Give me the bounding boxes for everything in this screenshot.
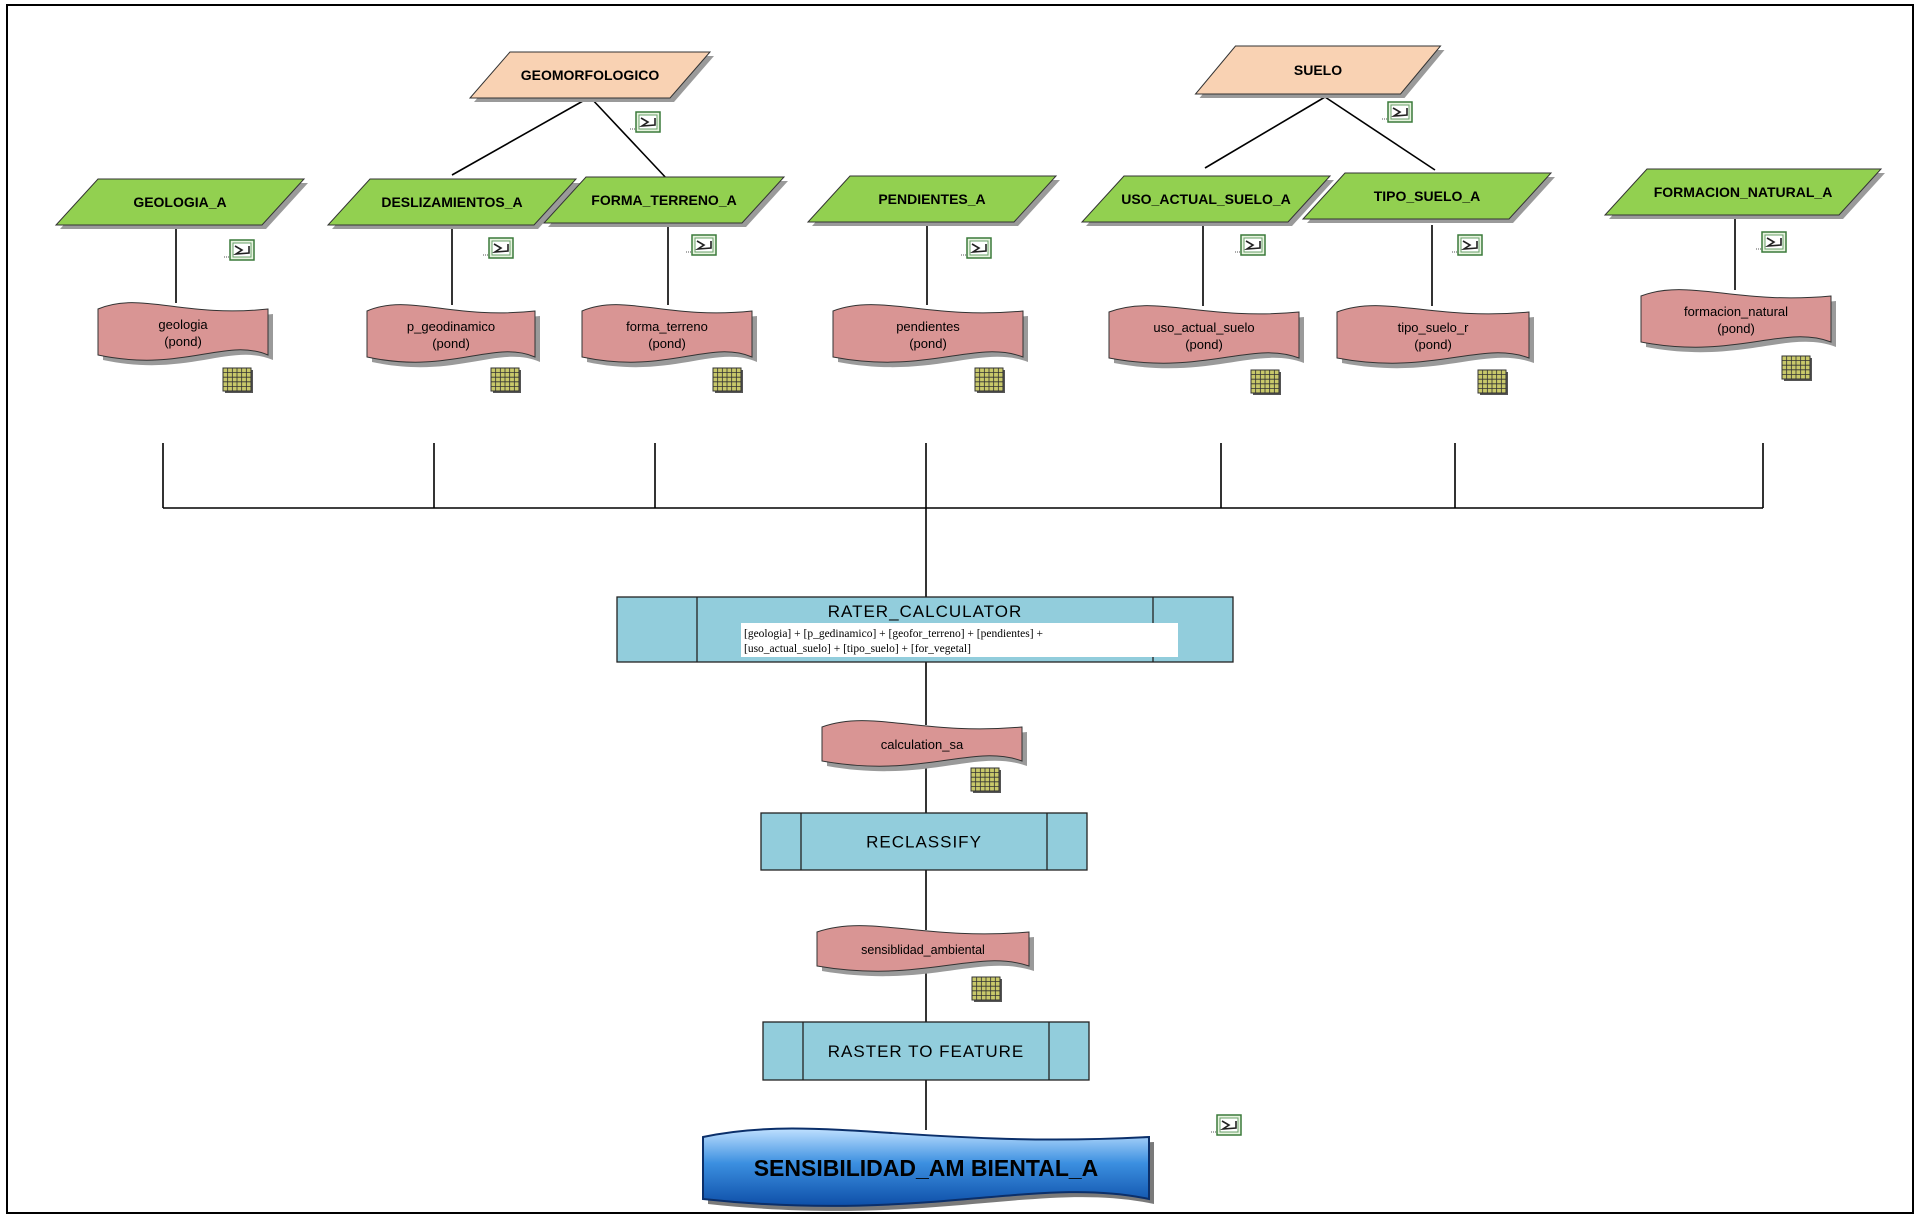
- feature-class-icon: [224, 239, 255, 261]
- raster-name: formacion_natural: [1684, 304, 1788, 319]
- layer-deslizamientos[interactable]: DESLIZAMIENTOS_A: [326, 178, 580, 229]
- raster-sensiblidad-ambiental[interactable]: sensiblidad_ambiental: [816, 925, 1034, 977]
- raster-suffix: (pond): [648, 336, 686, 351]
- diagram-frame: [6, 4, 1914, 1214]
- process-label: RECLASSIFY: [866, 833, 982, 852]
- layer-pendientes[interactable]: PENDIENTES_A: [806, 175, 1060, 226]
- connector-suelo-tipo: [1324, 96, 1436, 171]
- raster-grid-icon: [971, 976, 1002, 1002]
- layer-label: FORMACION_NATURAL_A: [1654, 184, 1833, 200]
- raster-grid-icon: [1781, 355, 1812, 381]
- connector-lines: [162, 96, 1764, 1130]
- process-label: RASTER TO FEATURE: [828, 1042, 1024, 1061]
- raster-name: sensiblidad_ambiental: [861, 943, 985, 957]
- layer-label: PENDIENTES_A: [878, 191, 985, 207]
- feature-class-icon: [686, 234, 717, 256]
- raster-grid-icon: [974, 367, 1005, 393]
- raster-uso-actual-suelo[interactable]: uso_actual_suelo (pond): [1108, 305, 1304, 369]
- raster-grid-icon: [222, 367, 253, 393]
- raster-forma-terreno[interactable]: forma_terreno (pond): [581, 304, 757, 368]
- raster-suffix: (pond): [1717, 321, 1755, 336]
- layer-label: FORMA_TERRENO_A: [591, 192, 736, 208]
- raster-name: calculation_sa: [881, 737, 964, 752]
- raster-grid-icon: [490, 367, 521, 393]
- feature-class-icon: [630, 111, 661, 133]
- raster-name: geologia: [158, 317, 208, 332]
- raster-pendientes[interactable]: pendientes (pond): [832, 304, 1028, 368]
- raster-name: forma_terreno: [626, 319, 708, 334]
- raster-name: p_geodinamico: [407, 319, 495, 334]
- feature-class-icon: [1211, 1114, 1242, 1136]
- final-output-label: SENSIBILIDAD_AM BIENTAL_A: [754, 1155, 1099, 1181]
- layer-tipo-suelo[interactable]: TIPO_SUELO_A: [1301, 172, 1555, 223]
- raster-to-feature-process[interactable]: RASTER TO FEATURE: [762, 1021, 1090, 1081]
- layer-label: GEOLOGIA_A: [133, 194, 226, 210]
- connector-suelo-uso: [1204, 96, 1326, 169]
- raster-name: tipo_suelo_r: [1398, 320, 1469, 335]
- raster-suffix: (pond): [432, 336, 470, 351]
- expression-box: [geologia] + [p_gedinamico] + [geofor_te…: [741, 623, 1178, 657]
- layer-uso-actual-suelo[interactable]: USO_ACTUAL_SUELO_A: [1080, 175, 1334, 226]
- raster-grid-icon: [1250, 369, 1281, 395]
- raster-name: pendientes: [896, 319, 960, 334]
- raster-geologia[interactable]: geologia (pond): [97, 302, 273, 366]
- raster-grid-icon: [1477, 369, 1508, 395]
- feature-class-icon: [961, 237, 992, 259]
- raster-grid-icon: [712, 367, 743, 393]
- layer-formacion-natural[interactable]: FORMACION_NATURAL_A: [1603, 168, 1885, 219]
- feature-class-icon: [1382, 101, 1413, 123]
- raster-suffix: (pond): [164, 334, 202, 349]
- connector-geomorfologico-deslizamientos: [451, 96, 591, 176]
- layer-label: USO_ACTUAL_SUELO_A: [1121, 191, 1291, 207]
- raster-calculator-process[interactable]: RATER_CALCULATOR [geologia] + [p_gedinami…: [616, 596, 1234, 663]
- layer-label: TIPO_SUELO_A: [1374, 188, 1481, 204]
- diagram-shapes: GEOMORFOLOGICO SUELO GEOLOGIA_A DESLIZAMIEN…: [54, 45, 1885, 1211]
- feature-class-icon: [1235, 234, 1266, 256]
- expression-line-2: [uso_actual_suelo] + [tipo_suelo] + [for…: [744, 643, 971, 655]
- feature-class-icon: [1452, 234, 1483, 256]
- reclassify-process[interactable]: RECLASSIFY: [760, 812, 1088, 871]
- raster-formacion-natural[interactable]: formacion_natural (pond): [1640, 289, 1836, 353]
- layer-label: DESLIZAMIENTOS_A: [381, 194, 522, 210]
- layer-label: SUELO: [1294, 62, 1342, 78]
- expression-line-1: [geologia] + [p_gedinamico] + [geofor_te…: [744, 628, 1043, 640]
- process-label: RATER_CALCULATOR: [828, 602, 1023, 621]
- connector-geomorfologico-forma-terreno: [589, 96, 669, 181]
- feature-class-icon: [483, 237, 514, 259]
- final-output-feature[interactable]: SENSIBILIDAD_AM BIENTAL_A: [702, 1127, 1154, 1211]
- layer-geologia[interactable]: GEOLOGIA_A: [54, 178, 308, 229]
- raster-name: uso_actual_suelo: [1153, 320, 1254, 335]
- raster-suffix: (pond): [909, 336, 947, 351]
- raster-tipo-suelo[interactable]: tipo_suelo_r (pond): [1336, 305, 1534, 369]
- layer-forma-terreno[interactable]: FORMA_TERRENO_A: [542, 176, 788, 227]
- raster-grid-icon: [970, 767, 1001, 793]
- raster-suffix: (pond): [1414, 337, 1452, 352]
- theme-geomorfologico[interactable]: GEOMORFOLOGICO: [468, 51, 714, 102]
- raster-suffix: (pond): [1185, 337, 1223, 352]
- layer-label: GEOMORFOLOGICO: [521, 67, 660, 83]
- raster-p-geodinamico[interactable]: p_geodinamico (pond): [366, 304, 540, 368]
- theme-suelo[interactable]: SUELO: [1194, 45, 1445, 98]
- raster-calculation-sa[interactable]: calculation_sa: [821, 720, 1027, 772]
- feature-class-icon: [1756, 231, 1787, 253]
